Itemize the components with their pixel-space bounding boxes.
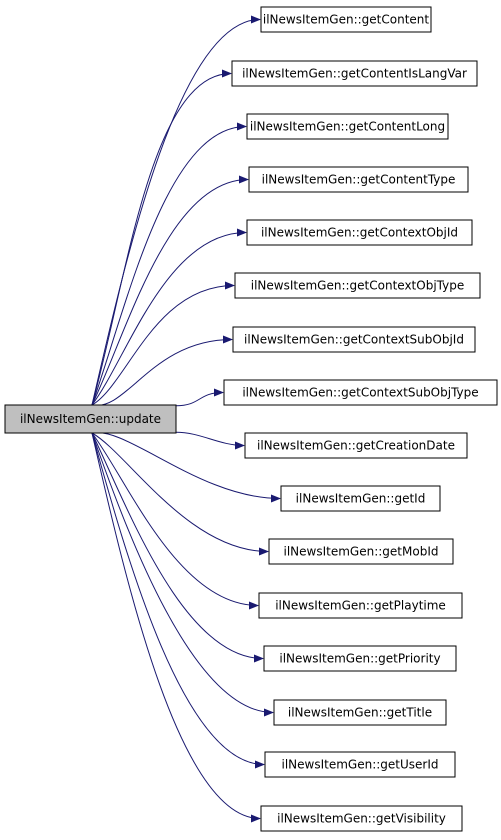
node-getcontent-box [260,6,432,33]
node-getcontentlong-box [246,113,449,140]
node-getcontentlong-label: ilNewsItemGen::getContentLong [250,120,445,134]
node-getuserid-label: ilNewsItemGen::getUserId [282,758,439,772]
node-getcontenttype[interactable]: ilNewsItemGen::getContentType [248,166,469,193]
call-edge-getplaytime [91,432,259,610]
node-getcreationdate[interactable]: ilNewsItemGen::getCreationDate [244,432,468,459]
node-getid[interactable]: ilNewsItemGen::getId [280,485,441,512]
node-getmobid[interactable]: ilNewsItemGen::getMobId [268,538,454,565]
node-gettitle[interactable]: ilNewsItemGen::getTitle [273,699,447,726]
node-getplaytime-box [258,592,463,619]
node-getid-box [280,485,441,512]
call-edge-getvisibility [91,432,261,823]
call-edge-getcontent [91,15,261,406]
node-getcontextobjid-label: ilNewsItemGen::getContextObjId [261,226,458,240]
call-edge-getcontentlong [91,122,247,406]
node-getvisibility-box [260,805,463,832]
node-getcreationdate-label: ilNewsItemGen::getCreationDate [257,439,455,453]
node-getcontextobjtype[interactable]: ilNewsItemGen::getContextObjType [234,272,481,299]
node-gettitle-label: ilNewsItemGen::getTitle [288,706,432,720]
call-nodes: ilNewsItemGen::updateilNewsItemGen::getC… [4,6,498,832]
source-node[interactable]: ilNewsItemGen::update [4,404,177,434]
node-getcontentislangvar-box [231,60,478,87]
node-getvisibility[interactable]: ilNewsItemGen::getVisibility [260,805,463,832]
call-edge-getmobid [91,432,269,556]
node-getuserid[interactable]: ilNewsItemGen::getUserId [264,751,456,778]
node-getcreationdate-box [244,432,468,459]
call-edge-getcontenttype [91,175,249,406]
node-getuserid-box [264,751,456,778]
node-getcontextobjid-box [246,219,473,246]
node-gettitle-box [273,699,447,726]
node-getvisibility-label: ilNewsItemGen::getVisibility [277,812,446,826]
call-edge-getcontentislangvar [91,69,232,406]
call-edge-getid [91,432,281,503]
node-getid-label: ilNewsItemGen::getId [296,492,426,506]
source-node-box [4,404,177,434]
node-getplaytime-label: ilNewsItemGen::getPlaytime [275,599,446,613]
node-getpriority-box [263,645,457,672]
node-getmobid-box [268,538,454,565]
call-edge-getpriority [91,432,264,663]
call-edge-getcontextsubobjtype [175,388,224,407]
call-edge-getcontextsubobjid [91,335,233,406]
node-getcontextsubobjtype[interactable]: ilNewsItemGen::getContextSubObjType [223,379,498,406]
call-edge-getcreationdate [175,431,245,450]
node-getcontextsubobjid-box [232,326,476,353]
node-getcontentlong[interactable]: ilNewsItemGen::getContentLong [246,113,449,140]
node-getmobid-label: ilNewsItemGen::getMobId [284,545,439,559]
node-getpriority-label: ilNewsItemGen::getPriority [279,652,440,666]
node-getcontenttype-box [248,166,469,193]
source-node-label: ilNewsItemGen::update [20,412,161,426]
node-getcontent[interactable]: ilNewsItemGen::getContent [260,6,432,33]
node-getcontextobjtype-box [234,272,481,299]
node-getcontextsubobjid-label: ilNewsItemGen::getContextSubObjId [244,333,464,347]
node-getcontenttype-label: ilNewsItemGen::getContentType [262,173,456,187]
node-getcontextobjtype-label: ilNewsItemGen::getContextObjType [251,279,464,293]
call-edge-getuserid [91,432,265,769]
node-getcontentislangvar[interactable]: ilNewsItemGen::getContentIsLangVar [231,60,478,87]
node-getcontextsubobjid[interactable]: ilNewsItemGen::getContextSubObjId [232,326,476,353]
node-getcontextsubobjtype-label: ilNewsItemGen::getContextSubObjType [242,386,478,400]
call-edges [91,15,281,823]
node-getcontent-label: ilNewsItemGen::getContent [263,13,430,27]
node-getcontextsubobjtype-box [223,379,498,406]
node-getpriority[interactable]: ilNewsItemGen::getPriority [263,645,457,672]
call-edge-getcontextobjid [91,228,247,406]
call-edge-getcontextobjtype [91,281,235,406]
node-getplaytime[interactable]: ilNewsItemGen::getPlaytime [258,592,463,619]
call-edge-gettitle [91,432,274,717]
node-getcontentislangvar-label: ilNewsItemGen::getContentIsLangVar [242,67,467,81]
node-getcontextobjid[interactable]: ilNewsItemGen::getContextObjId [246,219,473,246]
